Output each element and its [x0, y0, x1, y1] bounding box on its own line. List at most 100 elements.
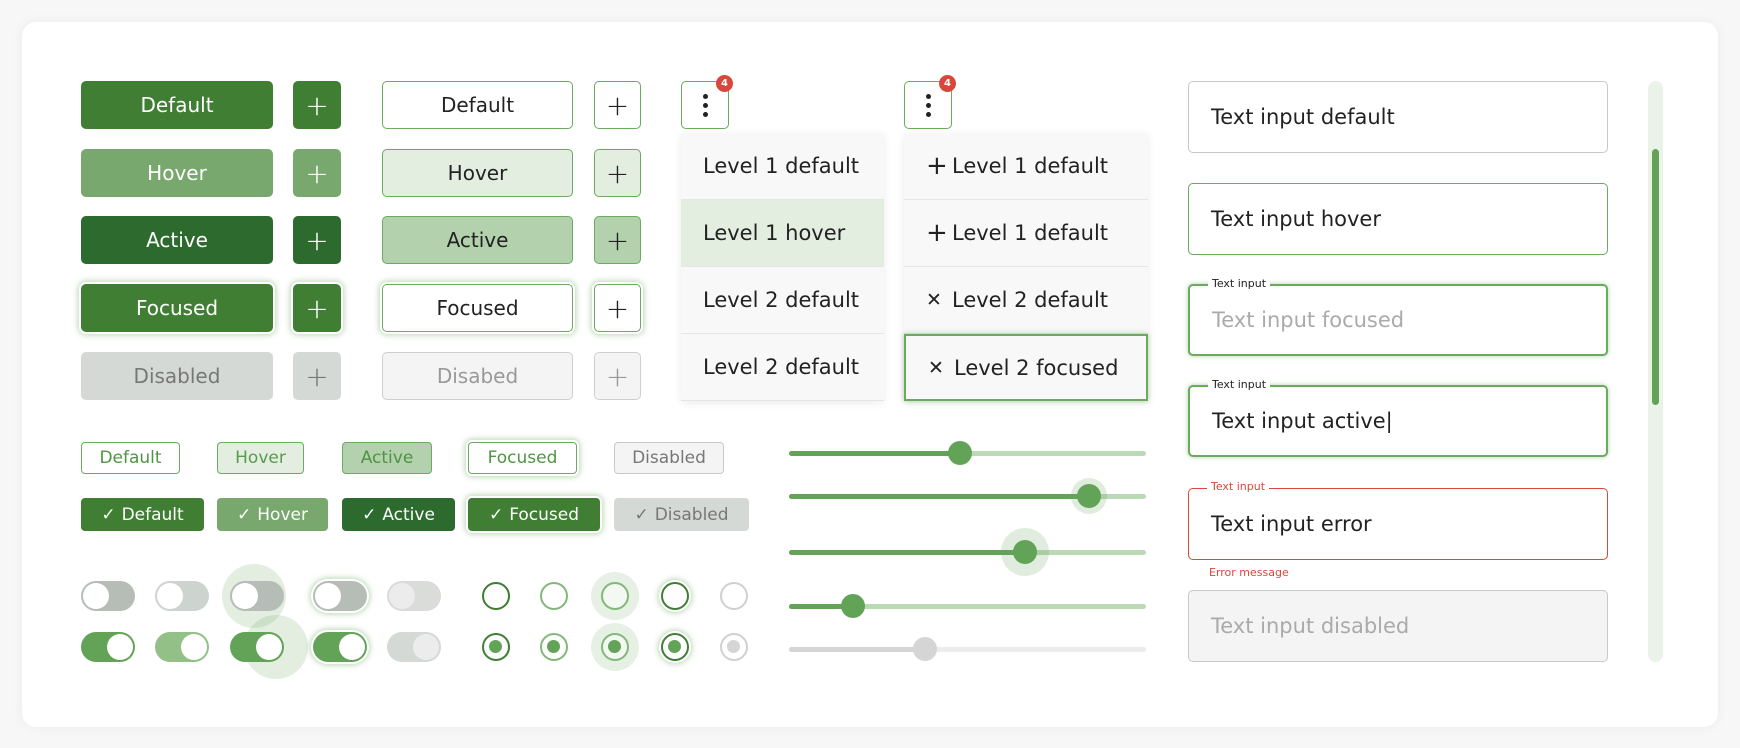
menu-item-default[interactable]: ✕Level 2 default [904, 267, 1148, 334]
radio-checked-focused[interactable] [661, 633, 689, 661]
text-input-value: Text input hover [1211, 207, 1381, 231]
menu-item-default[interactable]: Level 2 default [681, 334, 884, 401]
slider-thumb[interactable] [1076, 484, 1101, 508]
menu-item-focused[interactable]: ✕Level 2 focused [904, 334, 1148, 401]
radio-checked-default[interactable] [482, 633, 510, 661]
toggle-off-disabled[interactable] [387, 581, 441, 611]
slider-fill [789, 451, 961, 456]
primary-add-button-disabled[interactable]: + [293, 352, 341, 400]
outline-button-hover[interactable]: Hover [382, 149, 573, 197]
toggle-off-active[interactable] [230, 581, 284, 611]
selected-chip-default[interactable]: ✓Default [81, 498, 204, 531]
toggle-knob [181, 634, 207, 660]
slider-track[interactable] [789, 604, 1146, 609]
outline-add-button-default[interactable]: + [594, 81, 641, 129]
toggle-knob [232, 583, 258, 609]
kebab-dot-icon [703, 94, 708, 99]
outline-add-button-active[interactable]: + [594, 216, 641, 264]
toggle-on-active[interactable] [230, 632, 284, 662]
primary-button-focused[interactable]: Focused [81, 284, 273, 332]
close-icon: ✕ [926, 289, 942, 311]
kebab-menu-button[interactable]: 4 [681, 75, 733, 129]
primary-add-button-focused[interactable]: + [293, 284, 341, 332]
scrollbar-thumb[interactable] [1652, 149, 1659, 405]
text-input-default[interactable]: Text input default [1188, 81, 1608, 153]
text-input-hover[interactable]: Text input hover [1188, 183, 1608, 255]
toggle-on-default[interactable] [81, 632, 135, 662]
plus-icon: + [926, 218, 948, 248]
plus-icon: + [605, 359, 630, 393]
outline-add-button-disabled[interactable]: + [594, 352, 641, 400]
filter-chip-disabled[interactable]: Disabled [614, 442, 724, 474]
menu-item-label: Level 2 focused [954, 355, 1119, 380]
radio-unchecked-hover[interactable] [540, 582, 568, 610]
text-input-label: Text input [1208, 378, 1271, 391]
radio-checked-hover[interactable] [540, 633, 568, 661]
menu-item-label: Level 1 default [703, 154, 860, 178]
outline-button-disabled[interactable]: Disabed [382, 352, 573, 400]
primary-button-active[interactable]: Active [81, 216, 273, 264]
outline-add-button-focused[interactable]: + [594, 284, 641, 332]
selected-chip-disabled[interactable]: ✓Disabled [614, 498, 749, 531]
text-input-value: Text input error [1211, 512, 1372, 536]
outline-button-default[interactable]: Default [382, 81, 573, 129]
menu-item-default[interactable]: Level 1 default [681, 133, 884, 200]
toggle-on-focused[interactable] [313, 632, 367, 662]
outline-button-active[interactable]: Active [382, 216, 573, 264]
primary-button-default[interactable]: Default [81, 81, 273, 129]
slider-thumb[interactable] [841, 594, 866, 618]
filter-chip-hover[interactable]: Hover [217, 442, 304, 474]
notification-badge: 4 [716, 75, 733, 92]
selected-chip-focused[interactable]: ✓Focused [468, 498, 600, 531]
filter-chip-default[interactable]: Default [81, 442, 180, 474]
radio-checked-active[interactable] [601, 633, 629, 661]
slider-fill [789, 647, 925, 652]
menu-item-hover[interactable]: Level 1 hover [681, 200, 884, 267]
slider-track[interactable] [789, 647, 1146, 652]
text-input-value: Text input active| [1212, 409, 1393, 433]
radio-dot [547, 640, 560, 653]
slider-thumb[interactable] [1012, 540, 1037, 564]
toggle-off-focused[interactable] [313, 581, 367, 611]
primary-add-button-default[interactable]: + [293, 81, 341, 129]
kebab-dot-icon [926, 94, 931, 99]
plus-icon: + [605, 88, 630, 122]
selected-chip-active[interactable]: ✓Active [342, 498, 455, 531]
plus-icon: + [305, 291, 329, 325]
radio-checked-disabled[interactable] [720, 633, 748, 661]
toggle-on-disabled[interactable] [387, 632, 441, 662]
radio-unchecked-active[interactable] [601, 582, 629, 610]
outline-button-focused[interactable]: Focused [382, 284, 573, 332]
check-icon: ✓ [101, 504, 116, 525]
primary-button-disabled[interactable]: Disabled [81, 352, 273, 400]
kebab-menu-button[interactable]: 4 [904, 75, 956, 129]
menu-item-default[interactable]: +Level 1 default [904, 200, 1148, 267]
vertical-scrollbar[interactable] [1648, 81, 1663, 662]
filter-chip-focused[interactable]: Focused [468, 442, 577, 474]
radio-unchecked-focused[interactable] [661, 582, 689, 610]
menu-item-default[interactable]: +Level 1 default [904, 133, 1148, 200]
primary-button-hover[interactable]: Hover [81, 149, 273, 197]
toggle-knob [157, 583, 183, 609]
primary-add-button-active[interactable]: + [293, 216, 341, 264]
slider-thumb[interactable] [948, 441, 973, 465]
toggle-off-hover[interactable] [155, 581, 209, 611]
text-input-disabled[interactable]: Text input disabled [1188, 590, 1608, 662]
toggle-off-default[interactable] [81, 581, 135, 611]
toggle-on-hover[interactable] [155, 632, 209, 662]
text-input-label: Text input [1208, 277, 1271, 290]
toggle-knob [339, 634, 365, 660]
menu-item-default[interactable]: Level 2 default [681, 267, 884, 334]
selected-chip-hover[interactable]: ✓Hover [217, 498, 328, 531]
menu-item-label: Level 2 default [703, 288, 860, 312]
primary-add-button-hover[interactable]: + [293, 149, 341, 197]
outline-add-button-hover[interactable]: + [594, 149, 641, 197]
slider-thumb[interactable] [912, 637, 937, 661]
radio-unchecked-default[interactable] [482, 582, 510, 610]
filter-chip-active[interactable]: Active [342, 442, 432, 474]
radio-unchecked-disabled[interactable] [720, 582, 748, 610]
